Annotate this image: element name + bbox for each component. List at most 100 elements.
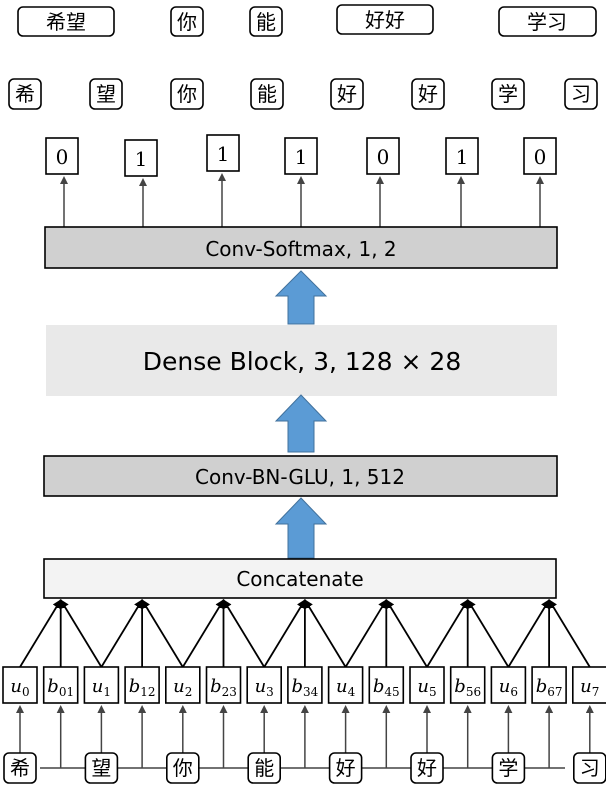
- output-char: 能: [250, 78, 284, 110]
- feature-label: b01: [47, 676, 74, 699]
- boundary-label-text: 0: [534, 145, 547, 169]
- connector-line: [182, 599, 225, 668]
- feature-box: b67: [531, 666, 567, 704]
- input-char-text: 好: [417, 756, 437, 780]
- feature-box: b45: [368, 666, 405, 704]
- feature-label: b34: [291, 676, 318, 699]
- feature-box: u4: [327, 666, 364, 704]
- feature-box: u7: [571, 666, 606, 704]
- boundary-label-row: 0 1 1 1 0 1 0: [45, 134, 557, 227]
- input-char: 能: [247, 705, 281, 784]
- output-char: 习: [564, 78, 598, 110]
- output-char: 学: [491, 78, 525, 110]
- input-char: 好: [328, 705, 363, 784]
- feature-box: b56: [449, 666, 486, 704]
- connector-line: [385, 599, 428, 668]
- dense-block: Dense Block, 3, 128 × 28: [46, 325, 557, 396]
- input-char: 你: [166, 705, 200, 784]
- flow-arrow-icon: [274, 497, 328, 559]
- connector-line: [141, 599, 184, 668]
- feature-label: u3: [255, 676, 274, 699]
- connector-line: [344, 599, 388, 668]
- output-char-text: 习: [571, 82, 591, 106]
- feature-label: u5: [417, 676, 436, 699]
- feature-label: u0: [10, 676, 29, 699]
- flow-arrow-icon: [274, 394, 328, 453]
- connector-line: [426, 599, 469, 668]
- boundary-label-text: 1: [135, 147, 148, 171]
- output-char-row: 希 望 你 能 好 好 学 习: [8, 78, 598, 110]
- input-char-text: 望: [91, 756, 111, 780]
- feature-box: b01: [42, 666, 79, 704]
- input-char-text: 学: [498, 756, 518, 780]
- connector-line: [59, 599, 103, 668]
- conv-softmax-block: Conv-Softmax, 1, 2: [44, 226, 558, 269]
- input-char: 学: [491, 705, 526, 784]
- output-char: 好: [411, 78, 445, 110]
- feature-label: u4: [336, 676, 356, 699]
- output-char-text: 好: [418, 82, 438, 106]
- output-char-text: 望: [96, 82, 116, 106]
- output-word-row: 希望 你 能 好好 学习: [17, 4, 597, 37]
- feature-box: u2: [165, 666, 201, 704]
- feature-box: u0: [2, 666, 38, 704]
- feature-label: b12: [129, 676, 156, 699]
- input-char: 习: [573, 705, 606, 784]
- feature-box: b12: [124, 666, 160, 704]
- input-char: 望: [84, 705, 119, 784]
- feature-box: u1: [83, 666, 120, 704]
- boundary-label: 1: [206, 134, 240, 227]
- input-char-text: 好: [336, 756, 356, 780]
- connector-line: [466, 599, 510, 668]
- input-char: 好: [410, 705, 444, 784]
- output-word: 希望: [17, 6, 115, 37]
- feature-box: b23: [205, 666, 242, 704]
- connector-line: [548, 599, 591, 668]
- boundary-label: 1: [445, 137, 479, 227]
- boundary-label: 0: [523, 137, 557, 227]
- boundary-label: 1: [284, 137, 318, 227]
- connector-line: [100, 599, 143, 668]
- output-word-text: 能: [256, 10, 276, 34]
- output-char: 望: [89, 78, 123, 110]
- output-word: 学习: [498, 6, 597, 37]
- feature-label: u6: [499, 676, 518, 699]
- conv-bn-glu-label: Conv-BN-GLU, 1, 512: [195, 465, 405, 489]
- output-char-text: 学: [498, 82, 518, 106]
- dense-block-label: Dense Block, 3, 128 × 28: [143, 347, 462, 376]
- boundary-label: 0: [45, 137, 79, 227]
- input-char-text: 希: [10, 756, 30, 780]
- boundary-label-text: 1: [217, 142, 230, 166]
- feature-label: u7: [580, 676, 599, 699]
- feature-label: u1: [92, 676, 111, 699]
- output-word: 好好: [336, 4, 434, 35]
- boundary-label: 1: [124, 139, 158, 227]
- feature-box: u3: [246, 666, 282, 704]
- input-char-text: 你: [173, 756, 193, 780]
- output-word-text: 好好: [365, 8, 405, 32]
- feature-box: u6: [490, 666, 527, 704]
- feature-label: b23: [210, 676, 237, 699]
- input-char: 希: [3, 705, 37, 784]
- connector-line: [263, 599, 306, 668]
- output-char: 好: [330, 78, 364, 110]
- feature-label: b45: [373, 676, 400, 699]
- feature-label: b56: [454, 676, 481, 699]
- output-char-text: 你: [177, 82, 197, 106]
- boundary-label: 0: [366, 137, 400, 227]
- output-char-text: 希: [15, 82, 35, 106]
- conv-bn-glu-block: Conv-BN-GLU, 1, 512: [43, 455, 558, 497]
- feature-label: u2: [173, 676, 192, 699]
- connector-line: [222, 599, 265, 668]
- boundary-label-text: 1: [456, 145, 469, 169]
- feature-box: b34: [287, 666, 323, 704]
- boundary-label-text: 0: [56, 145, 69, 169]
- output-word-text: 希望: [46, 10, 86, 34]
- connector-line: [304, 599, 347, 668]
- feature-label: b67: [536, 676, 563, 699]
- output-word-text: 学习: [527, 10, 567, 34]
- output-char-text: 能: [257, 82, 277, 106]
- input-char-text: 习: [580, 756, 600, 780]
